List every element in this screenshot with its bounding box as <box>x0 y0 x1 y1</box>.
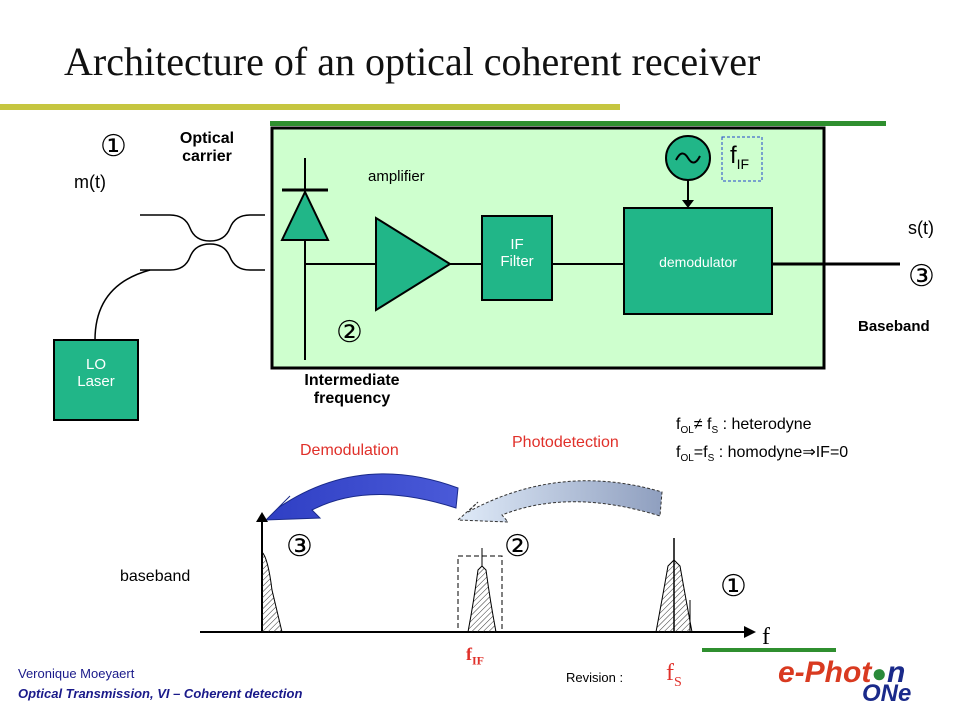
demodulation-label: Demodulation <box>300 442 399 459</box>
footer-author: Veronique Moeyaert <box>18 666 135 681</box>
amplifier-triangle <box>375 216 452 312</box>
marker-3-spectrum: ③ <box>286 530 313 563</box>
homodyne-note: fOL=fS : homodyne⇒IF=0 <box>676 444 849 465</box>
if-filter-label: IF Filter <box>500 236 534 270</box>
footer-course: Optical Transmission, VI – Coherent dete… <box>18 686 303 701</box>
optical-carrier-label: Optical carrier <box>179 130 235 165</box>
demodulator-label: demodulator <box>659 254 737 270</box>
demodulator-box <box>623 207 773 315</box>
lo-laser-box <box>53 339 139 421</box>
photodiode <box>280 189 330 241</box>
title-underline-yellow <box>0 104 620 110</box>
axis-fif-label: fIF <box>466 644 484 668</box>
marker-1-top: ① <box>100 130 127 163</box>
baseband-bottom-label: baseband <box>120 568 191 585</box>
lo-laser-label: LO Laser <box>77 356 115 390</box>
st-label: s(t) <box>908 218 934 238</box>
marker-2-spectrum: ② <box>504 530 531 563</box>
axis-fs-label: fS <box>666 660 682 690</box>
page-title: Architecture of an optical coherent rece… <box>64 39 761 84</box>
marker-1-spectrum: ① <box>720 570 747 603</box>
marker-3-top: ③ <box>908 260 935 293</box>
marker-2-top: ② <box>336 316 363 349</box>
if-filter-box <box>481 215 553 301</box>
if-filter-window <box>457 555 503 633</box>
ephoton-logo-one: ONe <box>862 680 912 707</box>
mt-label: m(t) <box>74 172 106 192</box>
optical-coupler <box>140 214 265 271</box>
baseband-peak <box>261 550 283 633</box>
lo-fiber <box>94 269 151 341</box>
photodetection-label: Photodetection <box>512 434 619 451</box>
photodetection-arrow <box>456 480 663 523</box>
fif-label: fIF <box>730 142 750 172</box>
fif-dashed-box <box>721 136 763 182</box>
if-peak <box>467 565 497 633</box>
intermediate-frequency-label: Intermediate frequency <box>304 372 400 407</box>
demodulation-arrow <box>264 473 459 521</box>
ephoton-logo: e-Phot●n <box>778 656 906 689</box>
amplifier-label: amplifier <box>368 168 425 185</box>
axis-f-label: f <box>762 624 770 650</box>
heterodyne-note: fOL≠ fS : heterodyne <box>676 416 812 437</box>
baseband-top-label: Baseband <box>858 318 930 335</box>
revision-label: Revision : <box>566 670 624 685</box>
title-underline-green <box>270 121 886 126</box>
